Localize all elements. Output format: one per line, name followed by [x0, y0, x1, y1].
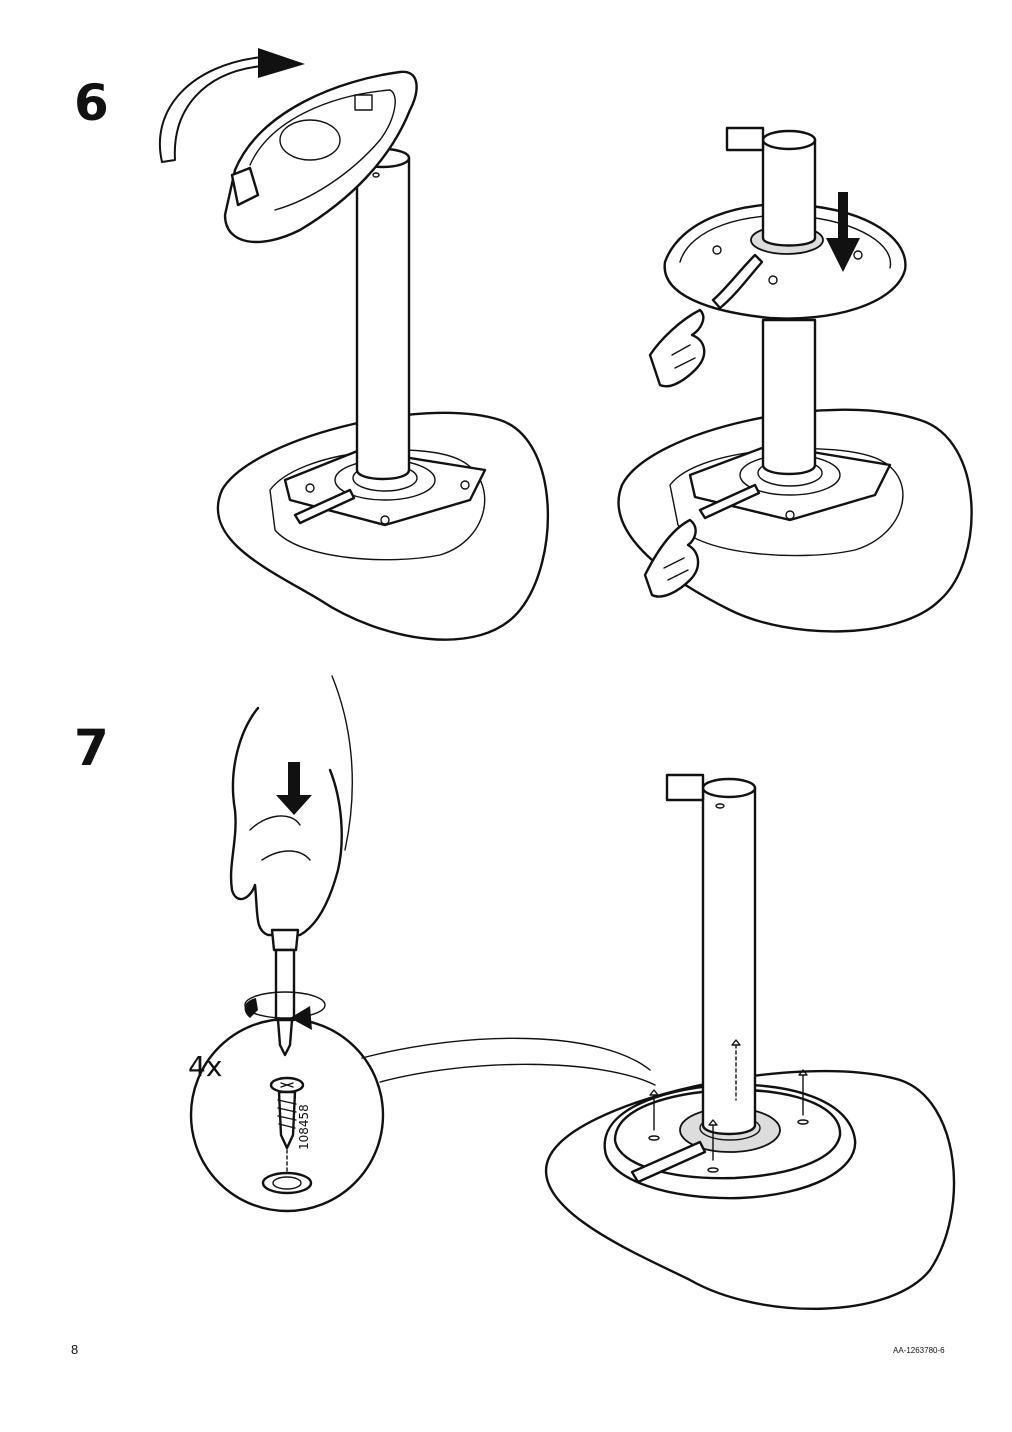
step7-left-figure: 4x 108458 — [188, 675, 656, 1213]
column-final — [701, 786, 757, 1136]
part-number-label: 108458 — [297, 1104, 311, 1150]
column — [355, 156, 411, 481]
down-arrow-icon — [826, 192, 860, 272]
rotate-arrow-icon-2 — [244, 998, 258, 1018]
step-number-7: 7 — [74, 719, 109, 777]
callout-line — [361, 1037, 651, 1071]
hand-lower — [643, 518, 700, 598]
hand-with-screwdriver — [229, 706, 343, 937]
step-number-6: 6 — [74, 74, 109, 132]
quantity-label: 4x — [188, 1050, 222, 1083]
screw-marks — [648, 1039, 809, 1173]
hand-upper — [648, 308, 706, 388]
document-code: AA-1263780-6 — [893, 1346, 945, 1355]
step6-right-figure — [617, 126, 973, 633]
cover — [223, 70, 418, 244]
step7-right-figure — [544, 773, 956, 1311]
detail-circle — [189, 1017, 385, 1213]
rotate-arrow-icon — [158, 56, 263, 163]
push-arrow-icon — [276, 762, 312, 815]
step6-left-figure — [158, 48, 550, 641]
page-number: 8 — [71, 1342, 79, 1357]
